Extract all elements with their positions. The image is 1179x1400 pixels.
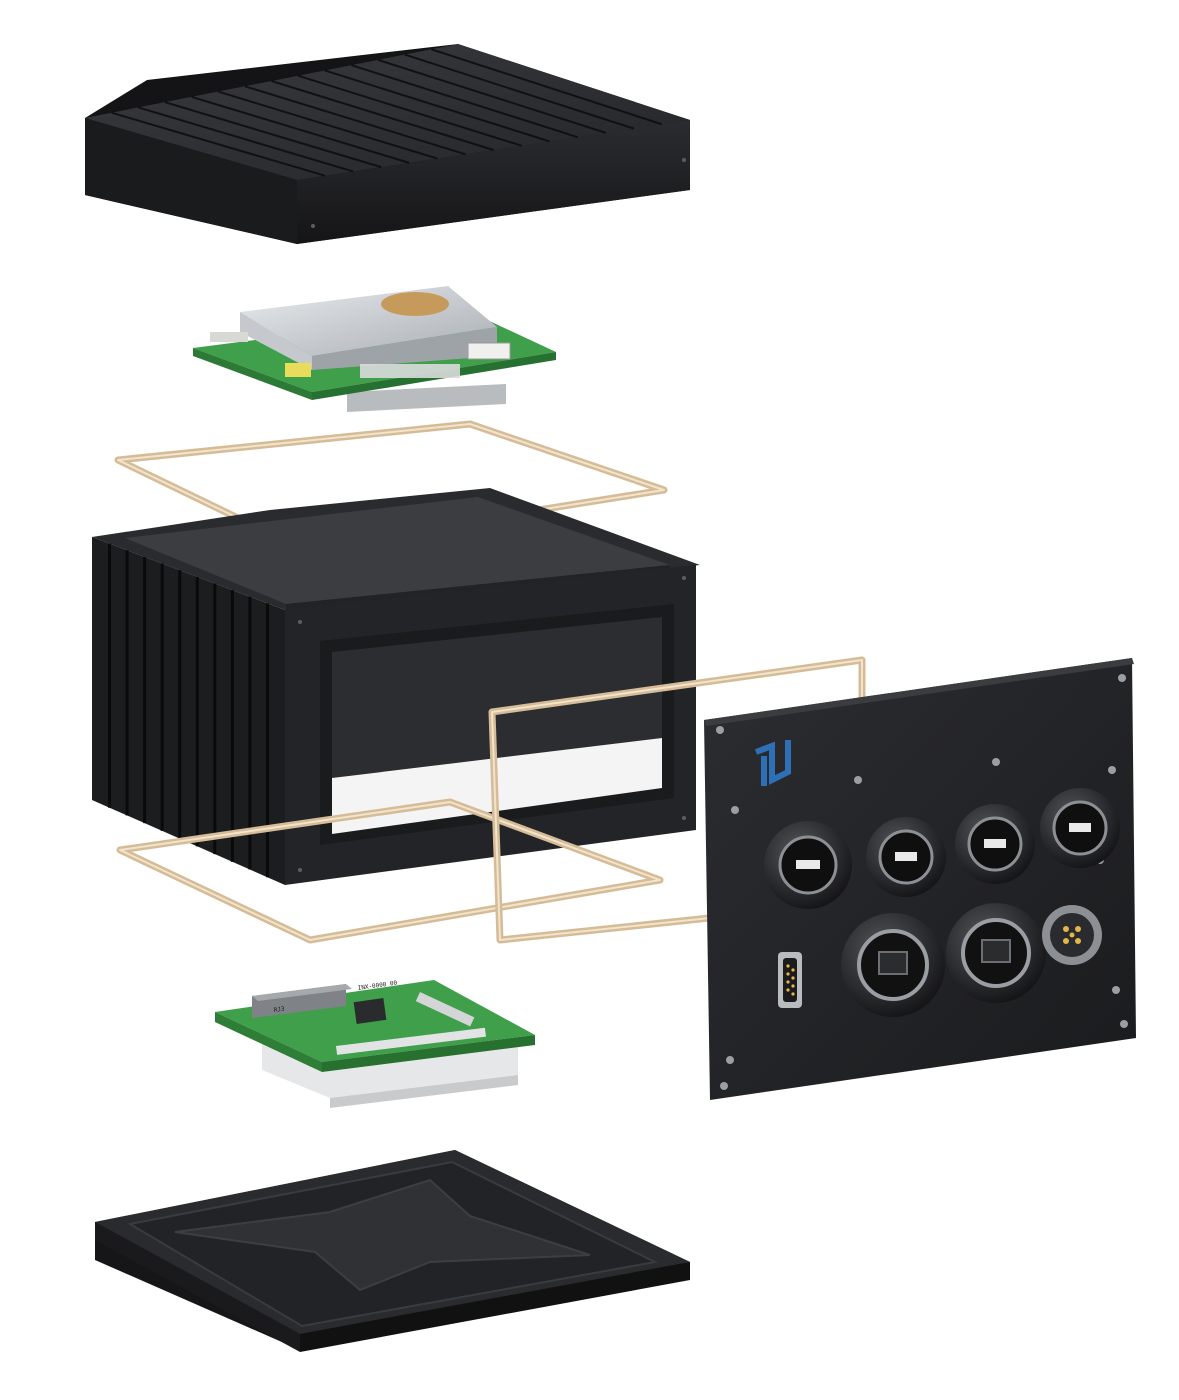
panel-screw	[1118, 674, 1126, 682]
serial-connector	[778, 952, 802, 1008]
panel-screw	[731, 806, 739, 814]
lower-io-board: RJ3 INX-0000 00	[215, 979, 535, 1108]
panel-screw	[992, 758, 1000, 766]
logo-icon	[754, 740, 791, 786]
heatsink-fin	[404, 53, 635, 130]
panel-screw	[726, 1056, 734, 1064]
heatsink-fin	[351, 64, 579, 139]
usb-connector-4	[1040, 788, 1120, 868]
heatsink-fin	[431, 48, 663, 126]
heatsink-fin	[164, 101, 382, 169]
panel-screw	[716, 726, 724, 734]
panel-screw	[1112, 986, 1120, 994]
heatsink-fin	[111, 111, 326, 177]
heatsink-fin	[191, 95, 410, 164]
panel-screw	[854, 776, 862, 784]
front-io-panel	[704, 658, 1136, 1100]
ethernet-connector-1	[841, 913, 945, 1017]
panel-screw	[1120, 1020, 1128, 1028]
heatsink-fin	[271, 80, 494, 151]
usb-connector-3	[955, 804, 1035, 884]
heatsink-fin	[217, 90, 438, 160]
top-heatsink-lid	[85, 44, 690, 244]
panel-screw	[720, 1082, 728, 1090]
heatsink-fin	[377, 58, 607, 134]
upper-cpu-board	[193, 286, 556, 412]
lower-gasket	[116, 798, 664, 944]
usb-connector-1	[764, 821, 852, 909]
main-finned-enclosure	[92, 488, 700, 885]
power-connector	[1042, 905, 1102, 965]
heatsink-fin	[138, 106, 354, 173]
bottom-base-plate	[95, 1150, 690, 1352]
heatsink-fin	[324, 69, 550, 143]
heatsink-fin	[244, 85, 466, 156]
heatsink-fin	[297, 74, 522, 147]
usb-connector-2	[866, 817, 946, 897]
ethernet-connector-2	[946, 903, 1046, 1003]
board-connector-label: RJ3	[273, 1005, 285, 1013]
panel-screw	[1108, 766, 1116, 774]
